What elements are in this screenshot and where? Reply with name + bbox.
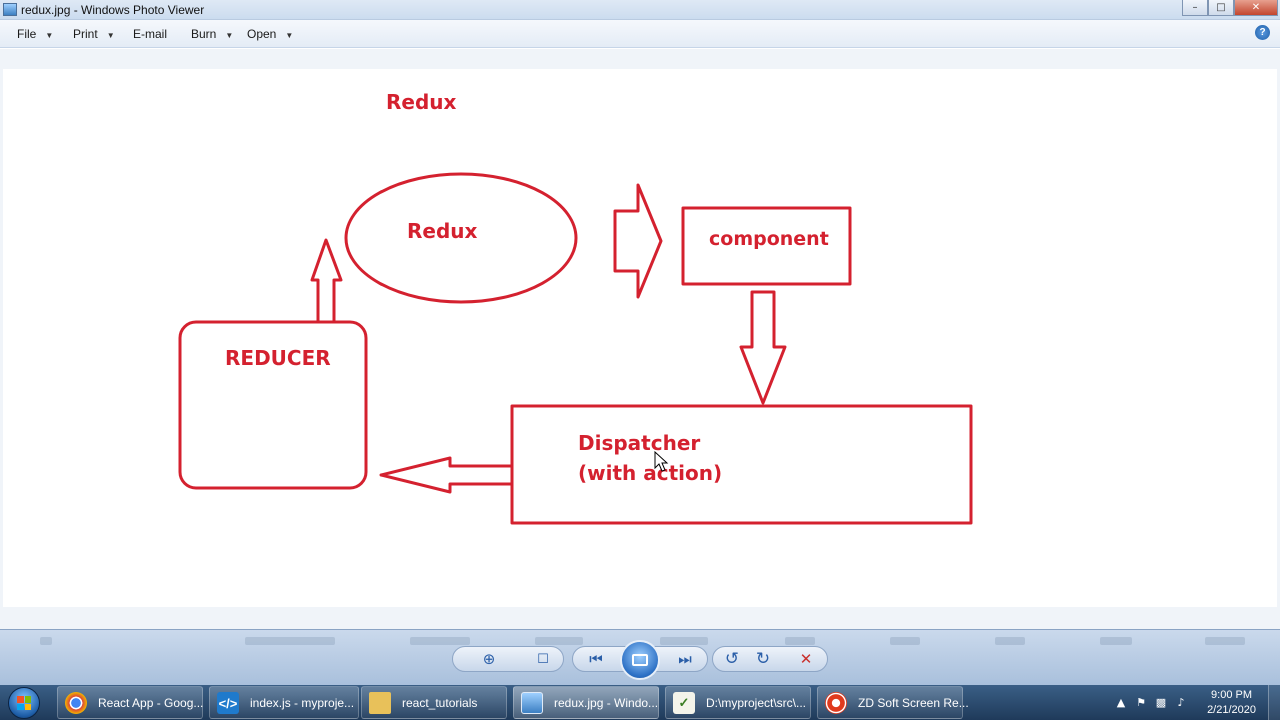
viewer-toolbar: ⊕ ☐ ⏮ ⏭ ↺ ↻ ✕: [0, 629, 1280, 685]
diagram-heading: Redux: [386, 90, 457, 114]
menu-burn[interactable]: Burn ▼: [191, 27, 233, 41]
start-button[interactable]: [8, 687, 40, 719]
menu-print-label: Print: [73, 27, 98, 41]
notepad-icon: ✓: [673, 692, 695, 714]
chevron-down-icon: ▼: [225, 31, 234, 40]
dispatcher-label: Dispatcher: [578, 431, 700, 455]
reducer-label: REDUCER: [225, 346, 331, 370]
show-desktop-button[interactable]: [1268, 685, 1280, 720]
network-icon[interactable]: ▩: [1155, 695, 1167, 709]
task-label: redux.jpg - Windo...: [554, 696, 659, 710]
title-bar: redux.jpg - Windows Photo Viewer – □ ✕: [0, 0, 1280, 20]
folder-icon: [369, 692, 391, 714]
window-title: redux.jpg - Windows Photo Viewer: [21, 3, 205, 17]
help-icon[interactable]: ?: [1255, 25, 1270, 40]
menu-burn-label: Burn: [191, 27, 217, 41]
zoom-icon[interactable]: ⊕: [482, 650, 496, 668]
menu-file-label: File: [17, 27, 37, 41]
arrow-store-to-component: [613, 183, 663, 299]
menu-open[interactable]: Open ▼: [247, 27, 293, 41]
chevron-down-icon: ▼: [106, 31, 115, 40]
task-screen-recorder[interactable]: ZD Soft Screen Re...: [817, 686, 968, 719]
clock[interactable]: 9:00 PM 2/21/2020: [1207, 688, 1256, 718]
zoom-group: [452, 646, 564, 672]
slideshow-icon: [632, 654, 648, 666]
menu-open-label: Open: [247, 27, 277, 41]
photo-viewer-icon: [521, 692, 543, 714]
edit-group: [712, 646, 828, 672]
close-button[interactable]: ✕: [1234, 0, 1278, 16]
store-label: Redux: [407, 219, 478, 243]
clock-date: 2/21/2020: [1207, 704, 1256, 716]
photo-viewer-icon: [3, 3, 17, 16]
windows-logo-icon: [17, 696, 31, 710]
image-viewport: [0, 49, 1280, 629]
clock-time: 9:00 PM: [1211, 689, 1253, 701]
rotate-clockwise-icon[interactable]: ↻: [755, 649, 771, 669]
system-tray: ▲ ⚑ ▩ ♪ 9:00 PM 2/21/2020: [1110, 685, 1280, 720]
arrow-reducer-to-store: [310, 238, 343, 324]
maximize-button[interactable]: □: [1208, 0, 1234, 16]
action-center-icon[interactable]: ⚑: [1136, 695, 1146, 709]
reducer-box: [178, 320, 368, 490]
window-controls: – □ ✕: [1182, 0, 1278, 16]
task-label: react_tutorials: [402, 696, 478, 710]
menu-print[interactable]: Print ▼: [73, 27, 115, 41]
menu-file[interactable]: File ▼: [17, 27, 53, 41]
menu-bar: File ▼ Print ▼ E-mail Burn ▼ Open ▼ ?: [0, 20, 1280, 48]
store-ellipse: [344, 172, 578, 304]
task-notepad[interactable]: ✓ D:\myproject\src\...: [665, 686, 811, 719]
task-photo-viewer[interactable]: redux.jpg - Windo...: [513, 686, 659, 719]
vscode-icon: </>: [217, 692, 239, 714]
chrome-icon: [65, 692, 87, 714]
task-label: ZD Soft Screen Re...: [858, 696, 968, 710]
dispatcher-action-label: (with action): [578, 461, 722, 485]
show-hidden-icons-icon[interactable]: ▲: [1116, 695, 1126, 709]
task-label: React App - Goog...: [98, 696, 204, 710]
task-folder[interactable]: react_tutorials: [361, 686, 507, 719]
task-chrome[interactable]: React App - Goog...: [57, 686, 203, 719]
arrow-component-to-dispatcher: [739, 290, 787, 405]
chevron-down-icon: ▼: [285, 31, 294, 40]
minimize-button[interactable]: –: [1182, 0, 1208, 16]
slideshow-button[interactable]: [620, 640, 660, 680]
displayed-image: [3, 69, 1277, 607]
volume-icon[interactable]: ♪: [1177, 695, 1185, 709]
task-label: index.js - myproje...: [250, 696, 355, 710]
task-vscode[interactable]: </> index.js - myproje...: [209, 686, 359, 719]
recorder-icon: [825, 692, 847, 714]
rotate-counterclockwise-icon[interactable]: ↺: [724, 649, 740, 669]
menu-email[interactable]: E-mail: [133, 27, 176, 41]
taskbar: React App - Goog... </> index.js - mypro…: [0, 685, 1280, 720]
fit-window-icon[interactable]: ☐: [537, 651, 549, 667]
arrow-dispatcher-to-reducer: [379, 456, 514, 494]
delete-icon[interactable]: ✕: [799, 650, 813, 668]
component-label: component: [709, 228, 829, 250]
menu-email-label: E-mail: [133, 27, 168, 41]
mouse-cursor-icon: [654, 450, 669, 472]
task-label: D:\myproject\src\...: [706, 696, 807, 710]
chevron-down-icon: ▼: [45, 31, 54, 40]
component-box: [681, 206, 852, 286]
previous-icon[interactable]: ⏮: [589, 650, 603, 668]
next-icon[interactable]: ⏭: [678, 650, 692, 668]
toolbar-reflection: [0, 633, 1280, 651]
